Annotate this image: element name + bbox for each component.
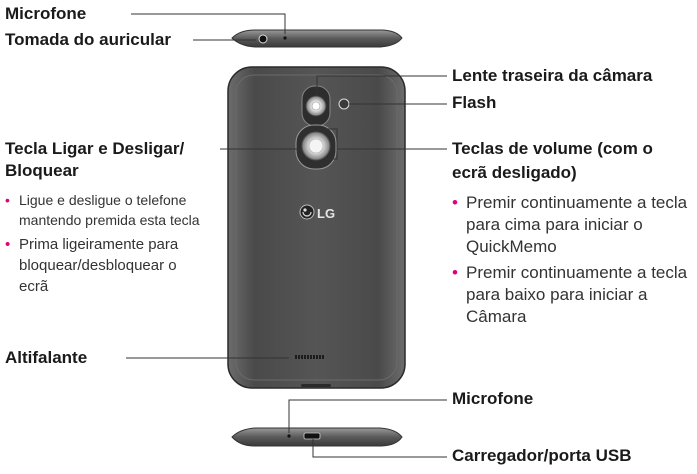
label-volume-keys: Teclas de volume (com o bbox=[452, 139, 653, 158]
label-headset-jack: Tomada do auricular bbox=[5, 30, 171, 49]
power-desc-item: Ligue e desligue o telefone mantendo pre… bbox=[5, 190, 217, 230]
speaker-grille bbox=[295, 355, 324, 359]
label-flash: Flash bbox=[452, 93, 497, 112]
volume-keys-description: Premir continuamente a tecla para cima p… bbox=[452, 192, 692, 332]
volume-desc-item: Premir continuamente a tecla para baixo … bbox=[452, 262, 691, 328]
usb-port bbox=[303, 432, 321, 440]
volume-desc-item: Premir continuamente a tecla para cima p… bbox=[452, 192, 691, 258]
lg-logo bbox=[299, 204, 315, 220]
label-microphone-top: Microfone bbox=[5, 4, 87, 23]
callout-lines bbox=[126, 13, 447, 458]
label-volume-keys-line2: ecrã desligado) bbox=[452, 163, 577, 182]
phone-bottom-edge bbox=[231, 427, 403, 447]
power-desc-item: Prima ligeiramente para bloquear/desbloq… bbox=[5, 234, 194, 297]
lg-logo-text: LG bbox=[317, 206, 336, 221]
headset-jack bbox=[258, 34, 268, 44]
label-power-key: Tecla Ligar e Desligar/ bbox=[5, 139, 185, 158]
phone-back bbox=[227, 66, 406, 389]
power-key-description: Ligue e desligue o telefone mantendo pre… bbox=[5, 190, 217, 301]
label-speaker: Altifalante bbox=[5, 348, 88, 367]
label-microphone-bottom: Microfone bbox=[452, 389, 534, 408]
label-power-key-line2: Bloquear bbox=[5, 161, 79, 180]
bottom-microphone-hole bbox=[287, 434, 291, 438]
top-microphone-hole bbox=[283, 36, 287, 40]
phone-top-edge bbox=[231, 29, 403, 48]
flash bbox=[338, 98, 350, 110]
label-rear-camera: Lente traseira da câmara bbox=[452, 66, 653, 85]
label-charger-port: Carregador/porta USB bbox=[452, 446, 632, 465]
